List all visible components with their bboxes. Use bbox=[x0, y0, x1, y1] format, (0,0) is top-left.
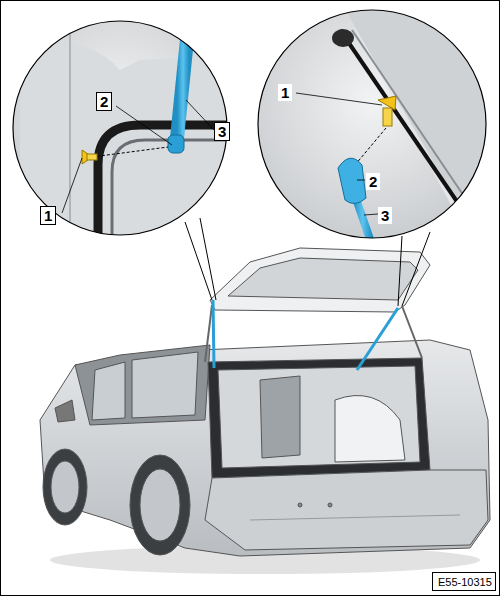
drawing-part bbox=[328, 503, 332, 507]
drawing-part bbox=[228, 258, 418, 300]
detail-leader bbox=[200, 218, 216, 300]
drawing-part bbox=[186, 100, 214, 130]
callout-number: 2 bbox=[366, 173, 380, 190]
drawing-part bbox=[130, 455, 190, 555]
callout-number: 3 bbox=[378, 207, 392, 224]
gas-strut bbox=[357, 308, 398, 370]
drawing-part bbox=[43, 449, 87, 525]
callout-number: 1 bbox=[40, 206, 56, 225]
drawing-part bbox=[260, 376, 300, 458]
drawing-part bbox=[55, 400, 75, 422]
drawing-part bbox=[355, 128, 386, 165]
drawing-part bbox=[132, 352, 198, 418]
drawing-part bbox=[92, 147, 168, 157]
drawing-part bbox=[87, 154, 97, 160]
drawing-part bbox=[345, 10, 490, 240]
drawing-part bbox=[116, 106, 172, 145]
drawing-part bbox=[332, 29, 354, 47]
callout-number: 1 bbox=[278, 84, 292, 101]
drawing-part bbox=[13, 21, 227, 235]
drawing-part bbox=[218, 366, 420, 468]
callout-number: 2 bbox=[96, 92, 112, 111]
car bbox=[40, 248, 490, 574]
drawing-part bbox=[92, 362, 125, 420]
drawing-part bbox=[402, 306, 422, 358]
drawing-part bbox=[177, 20, 189, 138]
drawing-part bbox=[112, 140, 240, 240]
drawing-part bbox=[75, 345, 210, 425]
drawing-part bbox=[62, 158, 82, 213]
detail-leader bbox=[398, 236, 402, 306]
drawing-part bbox=[40, 340, 490, 556]
drawing-part bbox=[383, 108, 392, 126]
drawing-part bbox=[345, 10, 490, 240]
drawing-part bbox=[205, 470, 488, 550]
drawing-part bbox=[20, 20, 240, 240]
drawing-part bbox=[364, 214, 378, 215]
drawing-part bbox=[210, 248, 430, 312]
figure-code: E55-10315 bbox=[438, 576, 490, 589]
drawing-part bbox=[357, 180, 365, 181]
drawing-part bbox=[205, 305, 212, 362]
detail-left bbox=[13, 20, 240, 240]
detail-leader bbox=[402, 232, 430, 306]
drawing-part bbox=[250, 515, 460, 520]
drawing-part bbox=[208, 358, 430, 478]
drawing-part bbox=[69, 20, 71, 240]
drawing-part bbox=[298, 503, 302, 507]
drawing-part bbox=[258, 10, 486, 238]
figure-code-box: E55-10315 bbox=[432, 572, 496, 591]
drawing-part bbox=[338, 158, 366, 203]
drawing-part bbox=[296, 93, 382, 105]
drawing-part bbox=[332, 10, 490, 245]
drawing-part bbox=[140, 469, 180, 541]
drawing-part bbox=[335, 396, 405, 463]
drawing-part bbox=[352, 30, 480, 220]
drawing-part bbox=[51, 461, 79, 513]
callout-number: 3 bbox=[214, 122, 230, 141]
detail-right bbox=[258, 10, 490, 245]
gas-strut bbox=[213, 300, 214, 368]
